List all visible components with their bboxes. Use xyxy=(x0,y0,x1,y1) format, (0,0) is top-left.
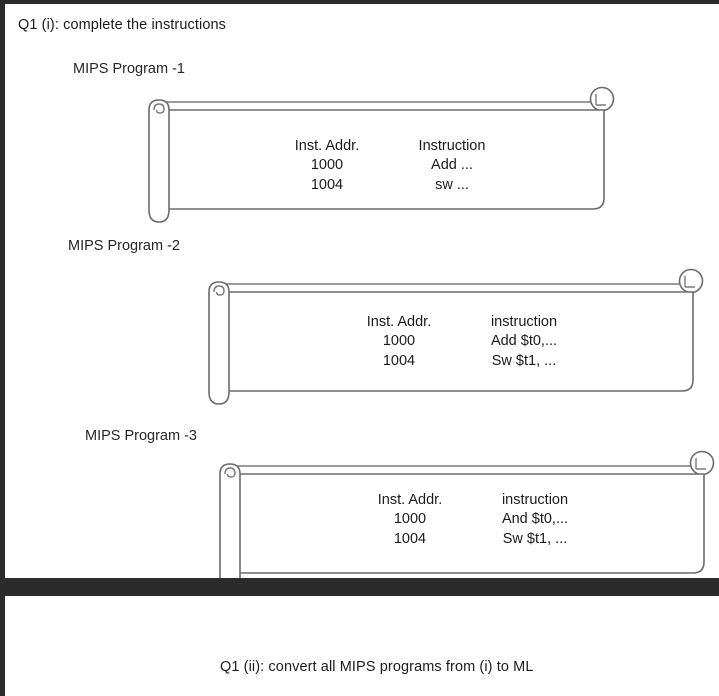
question-2-heading: Q1 (ii): convert all MIPS programs from … xyxy=(220,659,534,675)
slide-separator-band xyxy=(0,578,719,596)
scroll-banner-program-3: Inst. Addr. instruction 1000 And $t0,...… xyxy=(214,450,719,578)
question-1-heading: Q1 (i): complete the instructions xyxy=(18,17,226,33)
top-edge-band xyxy=(0,0,719,4)
scroll-banner-program-1: Inst. Addr. Instruction 1000 Add ... 100… xyxy=(143,86,623,228)
program-3-label: MIPS Program -3 xyxy=(85,428,197,444)
scroll-banner-program-2: Inst. Addr. instruction 1000 Add $t0,...… xyxy=(203,268,713,410)
program-1-label: MIPS Program -1 xyxy=(73,61,185,77)
program-2-label: MIPS Program -2 xyxy=(68,238,180,254)
slide-lower-region: Q1 (ii): convert all MIPS programs from … xyxy=(5,596,719,696)
left-edge-band xyxy=(0,0,5,696)
slide-upper-region: Q1 (i): complete the instructions MIPS P… xyxy=(5,4,719,578)
